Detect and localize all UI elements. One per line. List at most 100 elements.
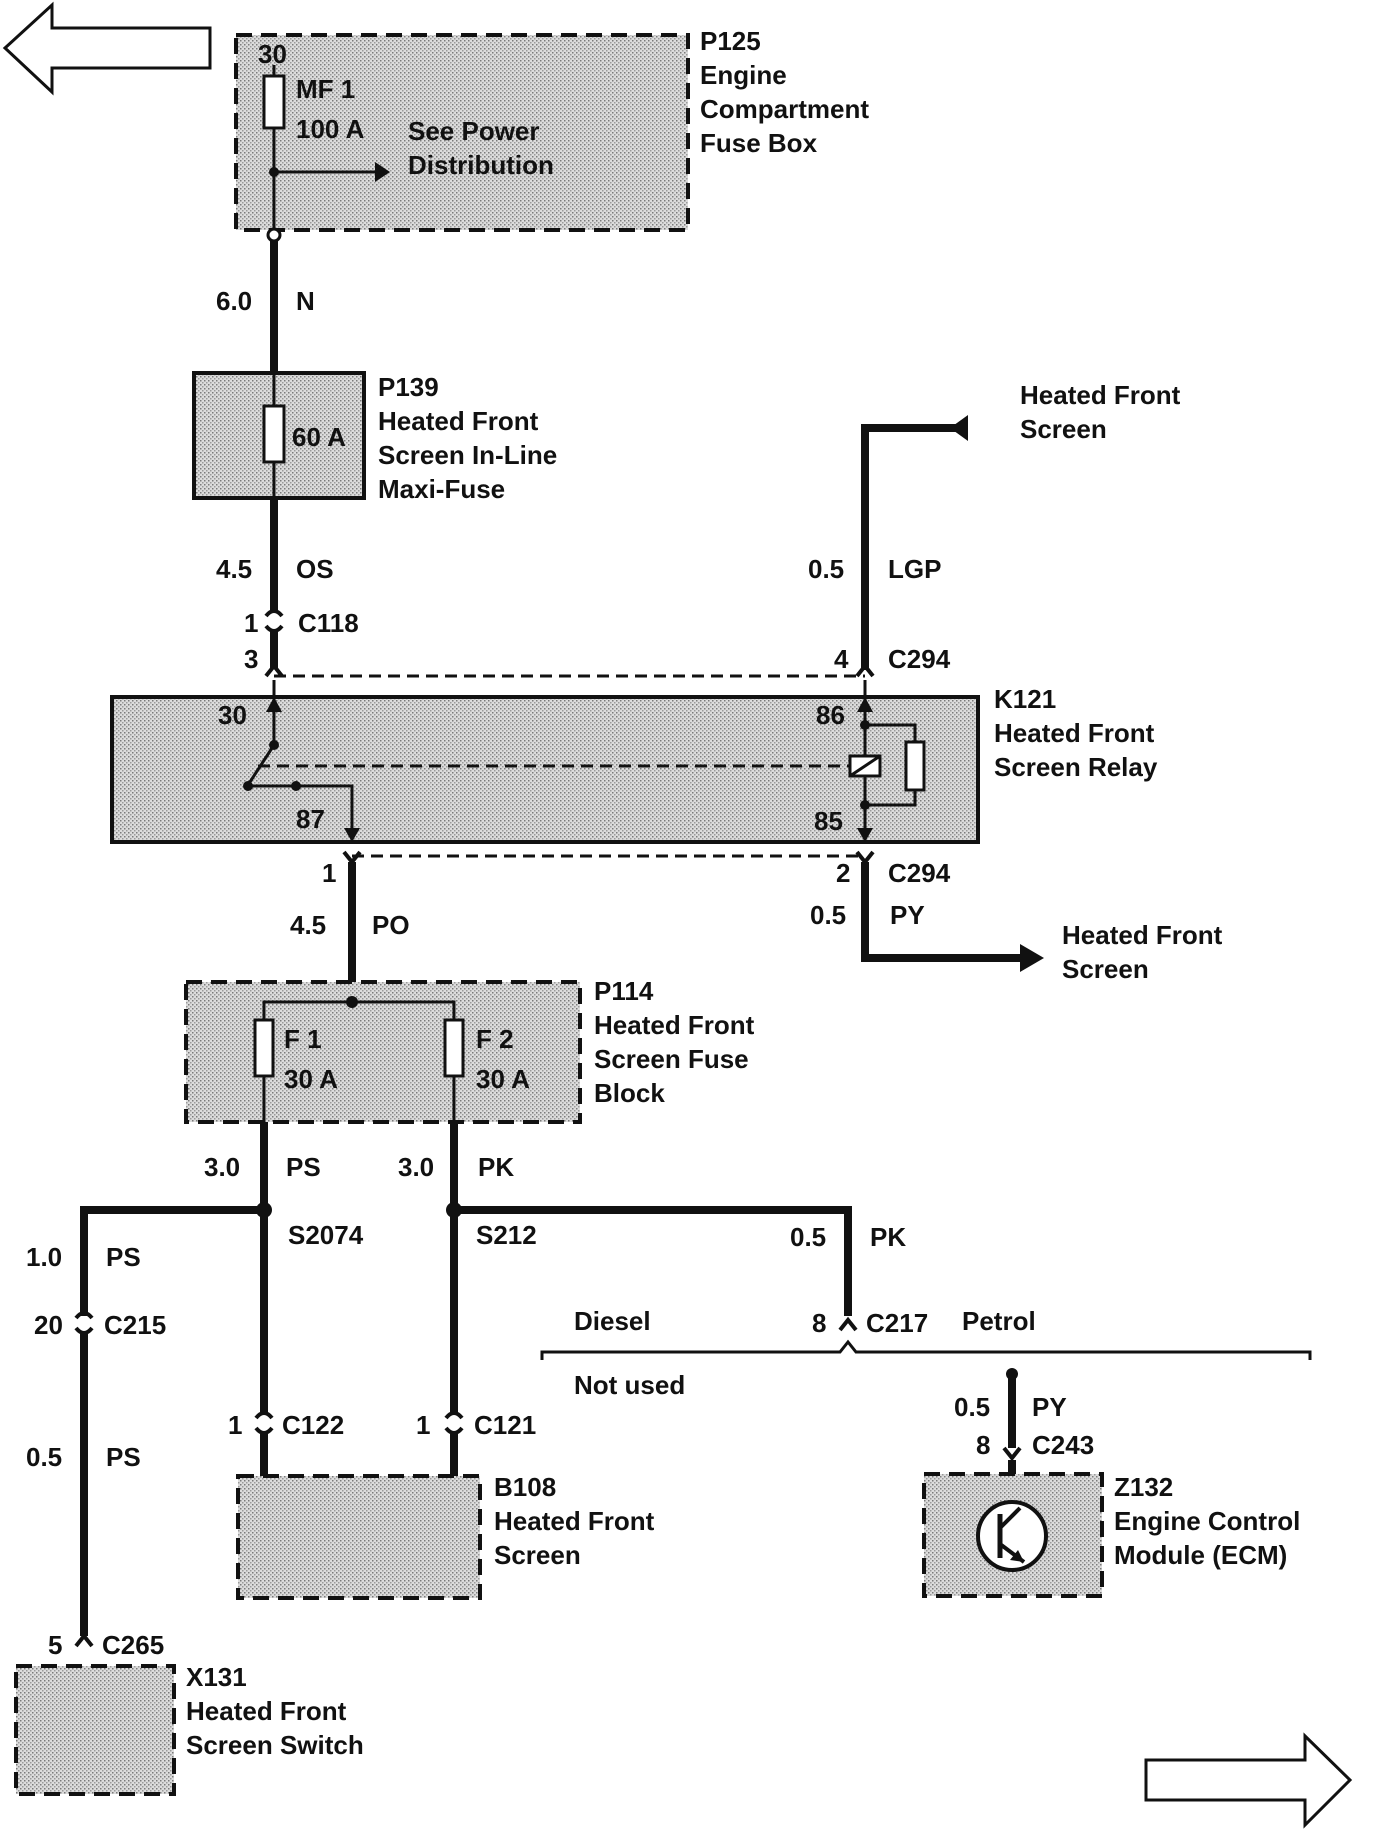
variant-not-used: Not used (574, 1370, 685, 1400)
dest-top-line2: Screen (1020, 414, 1107, 444)
variant-petrol: Petrol (962, 1306, 1036, 1336)
variant-bracket-line (540, 1339, 1312, 1360)
c121-name: C121 (474, 1410, 536, 1440)
wire-py-ecm-color: PY (1032, 1392, 1067, 1422)
p125-box (234, 33, 690, 232)
wire-os-color: OS (296, 554, 334, 584)
p139-line1: Heated Front (378, 406, 539, 436)
wire-ps-left (80, 1206, 264, 1316)
wire-ps-low-size: 0.5 (26, 1442, 62, 1472)
resistor-icon (904, 740, 926, 792)
c217-pin: 8 (812, 1308, 826, 1338)
f1-name: F 1 (284, 1024, 322, 1054)
c215-name: C215 (104, 1310, 166, 1340)
p125-line3: Fuse Box (700, 128, 818, 158)
wire-pk-branch-size: 0.5 (790, 1222, 826, 1252)
wire-end-arrow-icon (1020, 944, 1044, 972)
c217-connector: 8 C217 (812, 1308, 928, 1338)
wire-ps-left-color: PS (106, 1242, 141, 1272)
p125-line2: Compartment (700, 94, 869, 124)
c294-top-connector: 3 4 C294 (244, 644, 951, 678)
wire-lgp (861, 424, 965, 670)
p114-line1: Heated Front (594, 1010, 755, 1040)
b108-heated-screen: B108 Heated Front Screen (236, 1472, 655, 1600)
left-arrow-icon[interactable] (2, 1, 212, 96)
c294-top-name: C294 (888, 644, 951, 674)
wire-lgp-color: LGP (888, 554, 941, 584)
wire-ps-left-size: 1.0 (26, 1242, 62, 1272)
dest-top-line1: Heated Front (1020, 380, 1181, 410)
c243-pin: 8 (976, 1430, 990, 1460)
k121-line2: Screen Relay (994, 752, 1158, 782)
b108-line1: Heated Front (494, 1506, 655, 1536)
wire-n-color: N (296, 286, 315, 316)
wire-ps-main-size: 3.0 (204, 1152, 240, 1182)
f2-rating: 30 A (476, 1064, 530, 1094)
connector-icon (855, 850, 875, 866)
c122-name: C122 (282, 1410, 344, 1440)
k121-pin-87: 87 (296, 804, 325, 834)
p139-line3: Maxi-Fuse (378, 474, 505, 504)
c215-pin: 20 (34, 1310, 63, 1340)
c118-connector: 1 C118 (244, 608, 359, 638)
k121-pin-86: 86 (816, 700, 845, 730)
p114-fuse-block: F 1 30 A F 2 30 A P114 Heated Front Scre… (184, 976, 755, 1124)
connector-icon (74, 1632, 94, 1648)
p125-line1: Engine (700, 60, 787, 90)
k121-relay: 30 87 86 85 K121 Heated Front Screen Rel… (110, 680, 1158, 844)
p139-maxi-fuse: 60 A P139 Heated Front Screen In-Line Ma… (192, 371, 557, 504)
c265-connector: 5 C265 (48, 1630, 164, 1660)
right-arrow-icon[interactable] (1144, 1732, 1353, 1829)
splice-dot (269, 167, 279, 177)
c294-bottom-name: C294 (888, 858, 951, 888)
p114-box (184, 980, 582, 1124)
see-power-label: See Power (408, 116, 540, 146)
b108-line2: Screen (494, 1540, 581, 1570)
terminal-icon (266, 227, 282, 243)
connector-icon (444, 1411, 464, 1420)
c265-pin: 5 (48, 1630, 62, 1660)
transistor-icon (976, 1500, 1048, 1572)
c294-bottom-connector: 1 2 C294 (322, 850, 951, 888)
c215-connector: 20 C215 (34, 1310, 166, 1340)
k121-pin-30: 30 (218, 700, 247, 730)
c122-pin: 1 (228, 1410, 242, 1440)
p114-line2: Screen Fuse (594, 1044, 749, 1074)
p139-id: P139 (378, 372, 439, 402)
dest-bottom-line1: Heated Front (1062, 920, 1223, 950)
c118-name: C118 (298, 608, 359, 638)
c122-connector: 1 C122 (228, 1410, 344, 1440)
connector-icon (74, 1311, 94, 1320)
c294-bottom-pin-right: 2 (836, 858, 850, 888)
x131-line1: Heated Front (186, 1696, 347, 1726)
p125-fuse-box: 30 MF 1 100 A See Power Distribution P12… (234, 26, 869, 243)
f1-fuse-icon (253, 1018, 275, 1078)
x131-box (14, 1664, 176, 1796)
c121-pin: 1 (416, 1410, 430, 1440)
wire-py-top-color: PY (890, 900, 925, 930)
arrow-right-icon (375, 162, 390, 182)
wire-py-top (861, 862, 1020, 962)
wire-pk-branch-color: PK (870, 1222, 906, 1252)
wire-pk-main-color: PK (478, 1152, 514, 1182)
connector-icon (1002, 1446, 1022, 1462)
z132-line2: Module (ECM) (1114, 1540, 1287, 1570)
c294-top-pin-right: 4 (834, 644, 849, 674)
p114-line3: Block (594, 1078, 665, 1108)
wire-pk-main-size: 3.0 (398, 1152, 434, 1182)
c265-name: C265 (102, 1630, 164, 1660)
c294-bottom-pin-left: 1 (322, 858, 336, 888)
variant-bracket: Diesel Petrol Not used (540, 1306, 1312, 1400)
z132-id: Z132 (1114, 1472, 1173, 1502)
mf1-rating: 100 A (296, 114, 365, 144)
connector-icon (838, 1316, 858, 1332)
connector-icon (264, 609, 284, 618)
k121-id: K121 (994, 684, 1056, 714)
x131-id: X131 (186, 1662, 247, 1692)
wire-pk-branch (454, 1206, 852, 1316)
c217-name: C217 (866, 1308, 928, 1338)
k121-pin-85: 85 (814, 806, 843, 836)
f2-fuse-icon (443, 1018, 465, 1078)
k121-line1: Heated Front (994, 718, 1155, 748)
connector-icon (855, 662, 875, 678)
